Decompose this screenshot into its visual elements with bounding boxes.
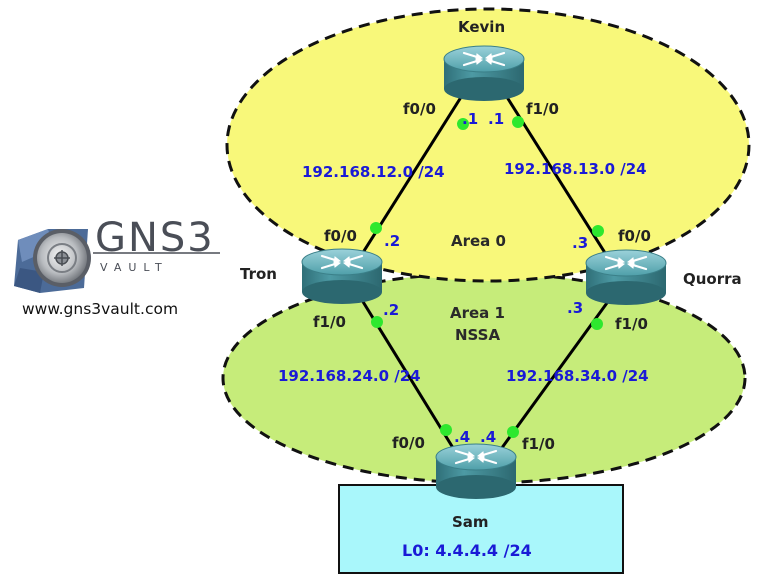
if-kevin-f00: f0/0 (403, 100, 436, 118)
router-icon (442, 44, 526, 103)
if-sam-f10: f1/0 (522, 435, 555, 453)
octet-kevin-right: .1 (488, 110, 504, 128)
dot-quorra-f00 (592, 225, 604, 237)
router-icon (434, 442, 518, 501)
router-name-sam: Sam (452, 513, 489, 531)
link-kevin-tron (355, 93, 465, 263)
area1-type-label: NSSA (455, 326, 500, 344)
gns3-vault-logo-icon (14, 229, 220, 293)
logo-tagline: VAULT (100, 261, 169, 274)
if-kevin-f10: f1/0 (526, 100, 559, 118)
subnet-tron-sam: 192.168.24.0 /24 (278, 367, 421, 385)
router-icon (300, 247, 384, 306)
if-quorra-f00: f0/0 (618, 227, 651, 245)
octet-sam-right: .4 (480, 428, 496, 446)
sam-loopback-address: L0: 4.4.4.4 /24 (402, 541, 532, 560)
logo-url: www.gns3vault.com (22, 300, 178, 318)
subnet-kevin-tron: 192.168.12.0 /24 (302, 163, 445, 181)
octet-tron-top: .2 (384, 232, 400, 250)
subnet-kevin-quorra: 192.168.13.0 /24 (504, 160, 647, 178)
subnet-quorra-sam: 192.168.34.0 /24 (506, 367, 649, 385)
octet-tron-bottom: .2 (383, 301, 399, 319)
octet-quorra-top: .3 (572, 234, 588, 252)
octet-quorra-bottom: .3 (567, 299, 583, 317)
if-tron-f10: f1/0 (313, 313, 346, 331)
router-icon (584, 248, 668, 307)
area0-label: Area 0 (451, 232, 506, 250)
if-tron-f00: f0/0 (324, 227, 357, 245)
dot-sam-f10 (507, 426, 519, 438)
area0-ellipse (225, 7, 751, 283)
dot-tron-f00 (370, 222, 382, 234)
dot-kevin-f10 (512, 116, 524, 128)
dot-sam-f00 (440, 424, 452, 436)
if-quorra-f10: f1/0 (615, 315, 648, 333)
sam-loopback-box (338, 484, 624, 574)
logo-brand: GNS3 (95, 215, 215, 261)
dot-quorra-f10 (591, 318, 603, 330)
router-name-kevin: Kevin (458, 18, 505, 36)
router-name-quorra: Quorra (683, 270, 742, 288)
if-sam-f00: f0/0 (392, 434, 425, 452)
octet-kevin-left: .1 (462, 110, 478, 128)
octet-sam-left: .4 (454, 428, 470, 446)
dot-kevin-f00 (457, 118, 469, 130)
dot-tron-f10 (371, 316, 383, 328)
area1-label: Area 1 (450, 304, 505, 322)
router-name-tron: Tron (240, 265, 277, 283)
